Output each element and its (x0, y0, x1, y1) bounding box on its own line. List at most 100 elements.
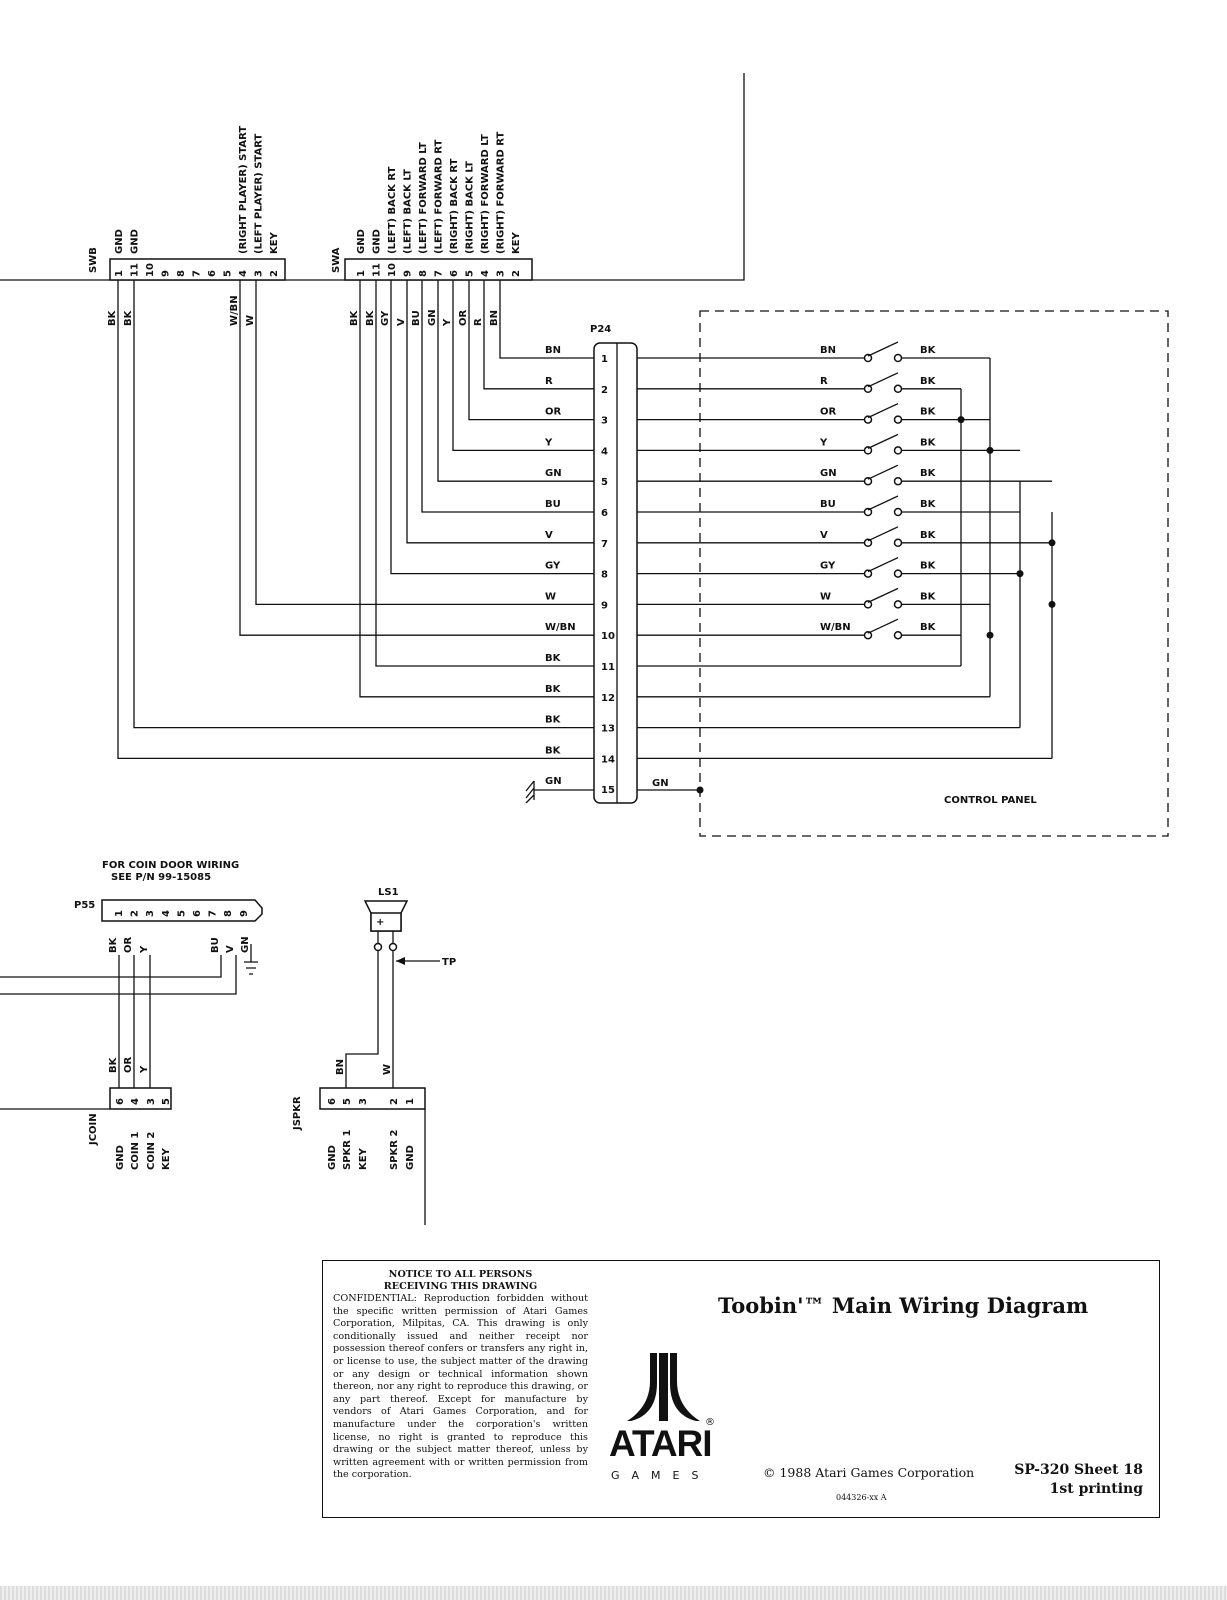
jcoin-function: COIN 2 (146, 1132, 157, 1170)
swa-label: SWA (331, 247, 342, 273)
swb-pin: 4 (238, 270, 249, 277)
p24-pin: 6 (601, 508, 608, 519)
switch-out-color: BK (920, 499, 937, 510)
swb-pin: 9 (161, 270, 172, 277)
jspkr-function: KEY (358, 1147, 369, 1170)
swa-function: (RIGHT) BACK RT (449, 158, 460, 254)
swa-wire-color: R (473, 318, 484, 326)
harness-wire (359, 280, 594, 698)
harness-wire (255, 280, 594, 606)
p24-pin: 10 (601, 631, 615, 642)
switch-contact (863, 384, 873, 394)
switch-out-color: BK (920, 561, 937, 572)
p55-pin: 5 (176, 910, 187, 917)
jspkr-function: SPKR 1 (342, 1130, 353, 1170)
jcoin-pin: 6 (115, 1098, 126, 1105)
jspkr-wire-color: BN (335, 1059, 346, 1075)
p55-pin: 6 (192, 910, 203, 917)
switch-contact (893, 384, 903, 394)
swb-connector (109, 258, 286, 281)
swa-pin: 10 (387, 263, 398, 277)
p24-wire-color: BK (545, 745, 562, 756)
jcoin-pin: 4 (130, 1098, 141, 1105)
swa-wire-color: GY (380, 310, 391, 326)
scan-edge (0, 1586, 1227, 1600)
harness-wire (117, 280, 594, 760)
p24-pin: 1 (601, 354, 608, 365)
swb-pin: 7 (192, 270, 203, 277)
swa-function: (RIGHT) FORWARD RT (496, 131, 507, 254)
p55-pin: 7 (208, 910, 219, 917)
harness-wire (390, 280, 594, 575)
sheet-info: SP-320 Sheet 18 1st printing (1014, 1461, 1143, 1499)
jspkr-function: GND (327, 1145, 338, 1170)
switch-contact (863, 446, 873, 455)
jcoin-function: COIN 1 (130, 1132, 141, 1170)
switch-contact (893, 630, 903, 640)
harness-wire (468, 280, 594, 421)
swb-label: SWB (88, 247, 99, 273)
printing: 1st printing (1049, 1481, 1143, 1497)
junction-dot (1016, 570, 1024, 578)
swa-wire-color: V (396, 318, 407, 326)
jcoin-wire-color: Y (139, 1065, 150, 1074)
p55-pin: 3 (145, 910, 156, 917)
switch-contact (863, 415, 873, 424)
jcoin-function: KEY (161, 1147, 172, 1170)
p24-pin: 5 (601, 477, 608, 488)
logo-games: GAMES (611, 1469, 711, 1482)
switch-contact (863, 600, 873, 609)
swb-wire-color: W (245, 315, 256, 326)
swb-wire-color: BK (107, 309, 118, 326)
p24-wire-color: GY (545, 561, 561, 572)
p24-pin: 11 (601, 662, 615, 673)
p24-pin: 14 (601, 754, 615, 765)
swb-wire-color: W/BN (229, 295, 240, 326)
switch-blade (867, 341, 899, 357)
logo-registered: ® (705, 1417, 715, 1428)
swa-wire-color: GN (427, 309, 438, 326)
swb-pin: 10 (145, 263, 156, 277)
swa-function: KEY (511, 231, 522, 254)
p55-wire-color: Y (139, 945, 150, 954)
switch-in-color: OR (820, 407, 837, 418)
notice-body: CONFIDENTIAL: Reproduction forbidden wit… (333, 1293, 588, 1481)
switch-contact (893, 600, 903, 609)
fuji-icon (627, 1353, 700, 1421)
p55-wire-color: GN (240, 936, 251, 953)
swa-pin: 2 (511, 270, 522, 277)
jspkr-wire-color: W (382, 1064, 393, 1075)
swb-function: GND (114, 229, 125, 254)
jspkr-pin: 6 (327, 1098, 338, 1105)
jspkr-label: JSPKR (292, 1096, 303, 1131)
swa-function: GND (372, 229, 383, 254)
switch-out-color: BK (920, 345, 937, 356)
switch-blade (867, 372, 899, 388)
switch-contact (893, 415, 903, 424)
control-panel-label: CONTROL PANEL (944, 795, 1037, 806)
p24-out-wire: GN (652, 778, 669, 789)
swb-function: (RIGHT PLAYER) START (238, 126, 249, 254)
swb-function: (LEFT PLAYER) START (254, 134, 265, 254)
swa-function: GND (356, 229, 367, 254)
harness-wire (406, 280, 594, 544)
swb-pin: 5 (223, 270, 234, 277)
p55-wire-color: BU (210, 937, 221, 953)
jspkr-pin: 3 (358, 1098, 369, 1105)
swa-wire-color: BK (365, 309, 376, 326)
p24-wire-color: BK (545, 715, 562, 726)
p24-wire-color: BK (545, 653, 562, 664)
jspkr-function: SPKR 2 (389, 1130, 400, 1170)
notice-title-line-1: NOTICE TO ALL PERSONS (388, 1269, 533, 1280)
p55-pin: 4 (161, 910, 172, 917)
control-panel-outline (699, 310, 1169, 837)
swa-pin: 5 (465, 270, 476, 277)
swa-pin: 9 (403, 270, 414, 277)
p24-wire-color: Y (544, 437, 553, 448)
p55-pin: 8 (223, 910, 234, 917)
p24-wire-color: R (545, 376, 553, 387)
harness-wire (375, 280, 594, 667)
swa-wire-color: OR (458, 309, 469, 326)
jspkr-pin: 2 (389, 1098, 400, 1105)
